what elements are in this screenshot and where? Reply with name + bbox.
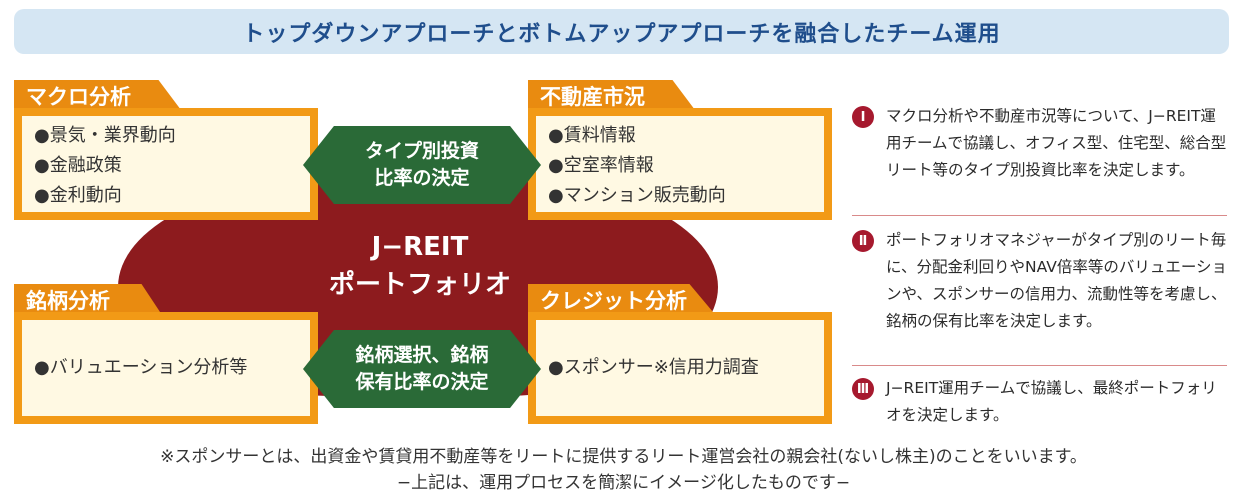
macro-item: ●金利動向 <box>34 185 122 206</box>
real-estate-market-list: ●賃料情報 ●空室率情報 ●マンション販売動向 <box>536 116 824 212</box>
step-3: Ⅲ J−REIT運用チームで協議し、最終ポートフォリオを決定します。 <box>852 375 1232 429</box>
stock-selection-hexagon: 銘柄選択、銘柄 保有比率の決定 <box>303 330 541 408</box>
title-banner: トップダウンアプローチとボトムアップアプローチを融合したチーム運用 <box>14 9 1229 54</box>
credit-item: ●スポンサー※信用力調査 <box>548 357 759 378</box>
portfolio-center-label: J−REIT ポートフォリオ <box>280 228 560 304</box>
center-line2: ポートフォリオ <box>328 270 511 300</box>
credit-analysis-box: ●スポンサー※信用力調査 <box>528 312 832 424</box>
realestate-item: ●マンション販売動向 <box>548 185 726 206</box>
step-2-text: ポートフォリオマネジャーがタイプ別のリート毎に、分配金利回りやNAV倍率等のバリ… <box>886 231 1228 330</box>
macro-analysis-list: ●景気・業界動向 ●金融政策 ●金利動向 <box>22 116 310 212</box>
hex-top-line2: 比率の決定 <box>374 167 470 189</box>
macro-analysis-box: ●景気・業界動向 ●金融政策 ●金利動向 <box>14 108 318 220</box>
hex-bottom-line2: 保有比率の決定 <box>355 371 489 393</box>
step-divider <box>852 365 1227 366</box>
realestate-item: ●賃料情報 <box>548 125 636 146</box>
step-2-badge: Ⅱ <box>852 230 874 252</box>
type-allocation-hexagon: タイプ別投資 比率の決定 <box>303 126 541 204</box>
macro-item: ●金融政策 <box>34 155 122 176</box>
stock-analysis-box: ●バリュエーション分析等 <box>14 312 318 424</box>
hex-bottom-line1: 銘柄選択、銘柄 <box>355 344 489 366</box>
diagram-title: トップダウンアプローチとボトムアップアプローチを融合したチーム運用 <box>242 21 1001 47</box>
stock-item: ●バリュエーション分析等 <box>34 357 248 378</box>
disclaimer-footnote: −上記は、運用プロセスを簡潔にイメージ化したものです− <box>396 473 851 493</box>
step-3-badge: Ⅲ <box>852 378 874 400</box>
step-2: Ⅱ ポートフォリオマネジャーがタイプ別のリート毎に、分配金利回りやNAV倍率等の… <box>852 227 1232 335</box>
hex-top-line1: タイプ別投資 <box>364 140 479 162</box>
step-1-text: マクロ分析や不動産市況等について、J−REIT運用チームで協議し、オフィス型、住… <box>886 107 1227 179</box>
real-estate-market-box: ●賃料情報 ●空室率情報 ●マンション販売動向 <box>528 108 832 220</box>
step-1: Ⅰ マクロ分析や不動産市況等について、J−REIT運用チームで協議し、オフィス型… <box>852 103 1232 184</box>
stock-analysis-list: ●バリュエーション分析等 <box>22 320 310 416</box>
step-divider <box>852 215 1227 216</box>
center-line1: J−REIT <box>371 232 469 262</box>
credit-analysis-list: ●スポンサー※信用力調査 <box>536 320 824 416</box>
sponsor-footnote: ※スポンサーとは、出資金や賃貸用不動産等をリートに提供するリート運営会社の親会社… <box>160 447 1087 467</box>
step-1-badge: Ⅰ <box>852 106 874 128</box>
step-3-text: J−REIT運用チームで協議し、最終ポートフォリオを決定します。 <box>886 379 1217 424</box>
macro-item: ●景気・業界動向 <box>34 125 176 146</box>
realestate-item: ●空室率情報 <box>548 155 654 176</box>
